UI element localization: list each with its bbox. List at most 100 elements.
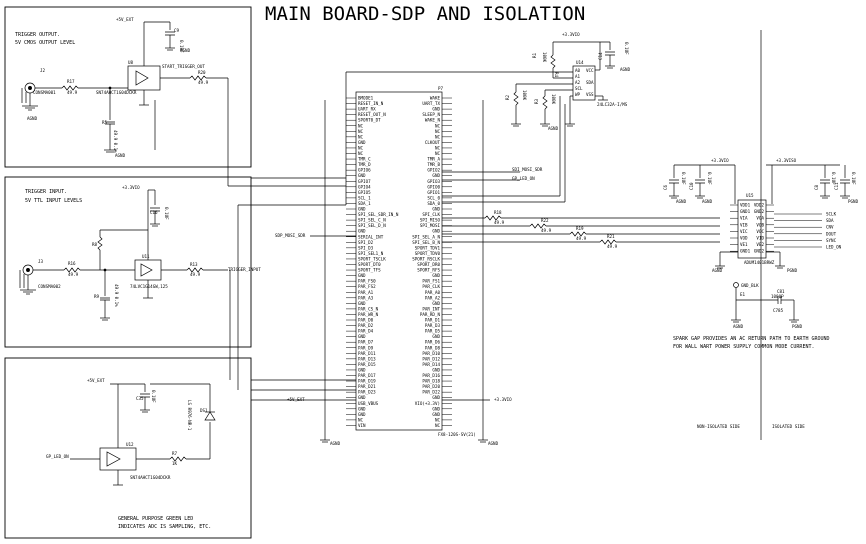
p7-right-pin-label: PAR_D1 [425,318,441,323]
svg-text:SDI_MOSI_SDR: SDI_MOSI_SDR [512,167,543,172]
svg-text:C16: C16 [150,210,158,215]
eeprom-u14: U14 24LC32A-I/MS A0 A1 A2 SCL WP VCC SDA… [505,32,631,131]
u15-net-label: SYNC [826,238,837,243]
p7-right-pin-label: SDA_0 [427,201,440,206]
schmitt-u11-icon [140,263,153,277]
svg-text:C10: C10 [689,182,694,190]
svg-text:AGND: AGND [330,441,341,446]
p7-left-pin-label: NC [358,151,364,156]
p7-left-pin-label: GND [358,207,366,212]
p7-right-pin-label: NC [435,145,441,150]
p7-left-pin-label: PAR_D17 [358,373,376,378]
svg-text:C81: C81 [777,289,785,294]
svg-text:+3.3VIO: +3.3VIO [122,185,140,190]
u15-right-pin-label: VOC [756,229,764,234]
u15-right-pin-label: VID [756,236,764,241]
p7-right-pin-label: GND [432,301,440,306]
svg-text:0.1UF: 0.1UF [624,42,629,55]
p7-right-pin-label: PAR_D10 [422,351,440,356]
svg-text:VCC: VCC [586,68,594,73]
svg-text:GP_LED_ON: GP_LED_ON [46,454,69,459]
p7-left-pin-label: SERIAL_INT [358,234,384,239]
ic-u12 [99,447,137,471]
svg-text:SDP_MOSI_SDR: SDP_MOSI_SDR [275,233,306,238]
p7-left-pin-label: SPI_D3 [358,245,374,250]
svg-text:49.9 0.1%: 49.9 0.1% [113,130,118,153]
u15-left-pin-label: VIA [740,216,748,221]
svg-text:CONSMA001: CONSMA001 [33,90,56,95]
p7-right-pin-label: PAR_D3 [425,323,441,328]
p7-right-pin-label: PAR_D18 [422,379,440,384]
svg-text:+3.3VIO: +3.3VIO [494,397,512,402]
p7-right-pin-label: SPORT_DR0 [417,262,440,267]
p7-right-pin-label: PAR_D5 [425,329,441,334]
svg-text:R16: R16 [68,261,76,266]
p7-left-pin-label: TMR_C [358,157,371,162]
p7-right-pin-label: SPI_MISO [420,218,441,223]
isolated-side-label: ISOLATED SIDE [772,424,805,429]
svg-text:100K: 100K [542,52,547,63]
u15-right-pin-label: VDD2 [754,203,765,208]
svg-text:100K: 100K [522,90,527,101]
p7-left-pin-label: GPIO4 [358,184,371,189]
p7-left-pin-label: NC [358,123,364,128]
p7-left-pin-label: PAR_A1 [358,290,374,295]
connector-p7-right-pins: WAKEUART_TXGNDSLEEP_NWAKE_NNCNCNCCLKOUTN… [412,96,452,428]
p7-right-pin-label: PAR_D12 [422,356,440,361]
p7-left-pin-label: PAR_D7 [358,340,374,345]
p7-right-pin-label: SPI_MOSI [420,223,441,228]
p7-left-pin-label: GND [358,273,366,278]
svg-text:U11: U11 [142,254,150,259]
p7-left-pin-label: PAR_FS2 [358,284,376,289]
svg-text:FX8-120S-SV(21): FX8-120S-SV(21) [438,432,476,437]
svg-text:49.9: 49.9 [68,272,79,277]
resistor-r16-icon [63,267,81,273]
svg-text:SDA: SDA [586,80,594,85]
resistor-r20-icon [189,75,207,81]
p7-right-pin-label: PAR_A2 [425,295,441,300]
non-isolated-side-label: NON-ISOLATED SIDE [697,424,740,429]
svg-text:R3: R3 [534,98,539,104]
p7-left-pin-label: GND [358,173,366,178]
svg-text:+5V_EXT: +5V_EXT [287,397,305,402]
u15-right-pin-label: VOA [756,216,764,221]
p7-right-pin-label: SPI_CLK [422,212,440,217]
svg-text:49.9: 49.9 [190,272,201,277]
resistor-r8-icon [97,236,103,251]
cap-c8-icon [820,179,830,184]
svg-text:R13: R13 [190,262,198,267]
u15-right-pin-label: GND2 [754,209,765,214]
ic-u15 [737,199,767,259]
u15-left-pin-label: VOD [740,236,748,241]
trigger-output-circuit: TRIGGER OUTPUT. 5V CMOS OUTPUT LEVEL J2 … [15,17,229,186]
u15-net-label: SDA [826,218,834,223]
svg-text:+3.3VISO: +3.3VISO [776,158,797,163]
p7-left-pin-label: GPIO7 [358,179,371,184]
resistor-r13-icon [186,267,204,273]
svg-text:VSS: VSS [586,92,594,97]
svg-text:DS1: DS1 [200,408,208,413]
svg-text:R20: R20 [198,70,206,75]
p7-left-pin-label: TMR_D [358,162,371,167]
svg-text:C11: C11 [834,182,839,190]
spark-gap: GND_BLK E1 C81 1000P C785 AGND PGND SPAR… [673,282,830,350]
svg-text:C9: C9 [174,28,180,33]
svg-text:PGND: PGND [792,324,803,329]
p7-left-pin-label: SPI_SEL_D_N [358,223,386,228]
p7-right-pin-label: PAR_D16 [422,373,440,378]
svg-text:0.1UF: 0.1UF [164,207,169,220]
svg-text:0.1UF: 0.1UF [179,40,184,53]
p7-right-pin-label: UART_TX [422,101,440,106]
svg-text:AGND: AGND [115,153,126,158]
connector-p7-left-pins: BMODE1RESET_IN_NUART_RXRESET_OUT_NSPORT0… [346,96,399,428]
p7-right-pin-label: SPORT_TDV1 [415,245,441,250]
trigger-input-sub: 5V TTL INPUT LEVELS [25,198,82,204]
p7-left-pin-label: PAR_WR_N [358,312,379,317]
p7-left-pin-label: NC [358,417,364,422]
svg-text:R2: R2 [505,94,510,100]
resistor-r21-icon [599,239,617,245]
p7-right-pin-label: PAR_D6 [425,340,441,345]
p7-left-pin-label: PAR_D0 [358,318,374,323]
p7-left-pin-label: PAR_D21 [358,384,376,389]
